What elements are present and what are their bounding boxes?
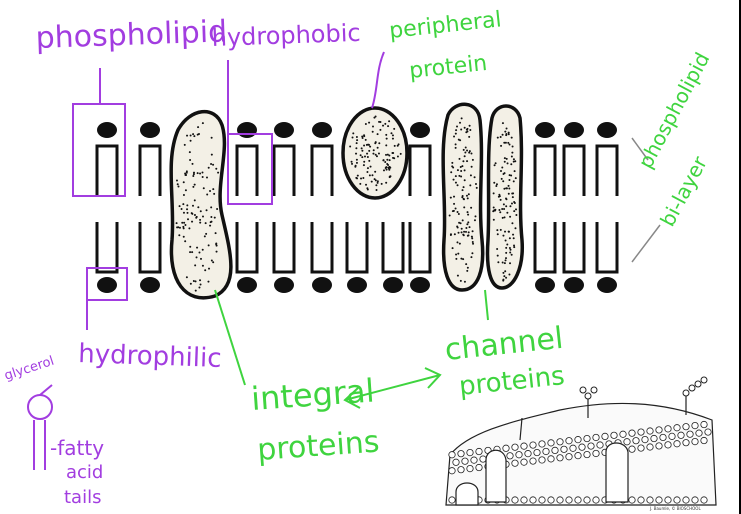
label-hydrophobic: hydrophobic [211, 19, 361, 52]
phospholipid-molecule [535, 222, 555, 293]
lipid-head [237, 277, 257, 293]
lipid-head [597, 277, 617, 293]
lipid-head [140, 277, 160, 293]
phospholipid-molecule [312, 222, 332, 293]
mini-glyco-node [689, 385, 695, 391]
lipid-head [312, 277, 332, 293]
label-bilayer-2: bi-layer [655, 152, 712, 231]
lipid-tails [597, 222, 617, 272]
phospholipid-molecule [410, 122, 430, 196]
phospholipid-molecule [237, 222, 257, 293]
lipid-head [312, 122, 332, 138]
lipid-tails [410, 222, 430, 272]
phospholipid-molecule [383, 222, 403, 293]
mini-glyco-node [695, 381, 701, 387]
mini-glyco-node [701, 377, 707, 383]
phospholipid-molecule [564, 222, 584, 293]
label-hydrophilic: hydrophilic [78, 339, 222, 374]
phospholipid-molecule [274, 122, 294, 196]
peripheral-pointer [372, 52, 384, 108]
lipid-head [97, 122, 117, 138]
lipid-head [237, 122, 257, 138]
lipid-head [140, 122, 160, 138]
glycerol-pointer [40, 385, 52, 395]
phospholipid-molecule [535, 122, 555, 196]
lipid-head [564, 122, 584, 138]
lipid-tails [597, 146, 617, 196]
label-phospholipid: phospholipid [35, 14, 228, 56]
lipid-tails [312, 146, 332, 196]
lipid-head [535, 122, 555, 138]
phospholipid-molecule [140, 222, 160, 293]
label-glycerol: glycerol [3, 354, 56, 384]
bracket-bottom [632, 225, 660, 262]
channel-pointer [485, 290, 488, 320]
integral-protein [171, 112, 231, 298]
label-fatty: -fatty [50, 436, 104, 460]
label-peripheral-1: peripheral [388, 7, 503, 44]
label-integral: integral [250, 371, 376, 418]
lipid-head [410, 277, 430, 293]
lipid-tails [97, 146, 117, 196]
lipid-head [274, 277, 294, 293]
mini-glyco-node [585, 393, 591, 399]
lipid-tails [410, 146, 430, 196]
lipid-tails [564, 146, 584, 196]
phospholipid-molecule [97, 222, 117, 293]
lipid-head [347, 277, 367, 293]
phospholipid-molecule [597, 222, 617, 293]
glycerol-circle [28, 395, 52, 419]
lipid-tails [535, 146, 555, 196]
label-bilayer-1: phospholipid [633, 48, 714, 172]
lipid-tails [312, 222, 332, 272]
lipid-tails [237, 222, 257, 272]
lipid-head [274, 122, 294, 138]
lipid-tails [274, 146, 294, 196]
lipid-head [383, 277, 403, 293]
phospholipid-molecule [597, 122, 617, 196]
lipid-head [97, 277, 117, 293]
phospholipid-molecule [564, 122, 584, 196]
mini-protein-3 [456, 483, 478, 505]
phospholipid-molecule [410, 222, 430, 293]
phospholipid-molecule [347, 222, 367, 293]
label-integral-proteins: proteins [256, 425, 380, 468]
label-channel-proteins: proteins [458, 361, 567, 402]
label-channel: channel [443, 321, 565, 368]
credit-text: J. Baumle, © BIOSCHOOL [649, 506, 701, 511]
phospholipid-molecule [97, 122, 117, 196]
lipid-tails [97, 222, 117, 272]
phospholipid-molecule [140, 122, 160, 196]
lipid-tails [535, 222, 555, 272]
lipid-head [535, 277, 555, 293]
phospholipid-molecule [274, 222, 294, 293]
lipid-tails [383, 222, 403, 272]
mini-glyco-node [591, 387, 597, 393]
mini-protein-2 [606, 443, 628, 502]
mini-glyco-node [580, 387, 586, 393]
mini-glyco-node [683, 390, 689, 396]
lipid-tails [347, 222, 367, 272]
label-peripheral-2: protein [408, 51, 488, 84]
lipid-tails [274, 222, 294, 272]
mini-protein-1 [486, 450, 506, 502]
phospholipid-molecule [312, 122, 332, 196]
lipid-tails [237, 146, 257, 196]
lipid-tails [140, 146, 160, 196]
label-acid: acid [66, 462, 103, 483]
lipid-head [564, 277, 584, 293]
label-tails: tails [64, 487, 101, 508]
lipid-head [410, 122, 430, 138]
lipid-head [597, 122, 617, 138]
peripheral-protein [343, 108, 407, 198]
lipid-tails [564, 222, 584, 272]
lipid-tails [140, 222, 160, 272]
